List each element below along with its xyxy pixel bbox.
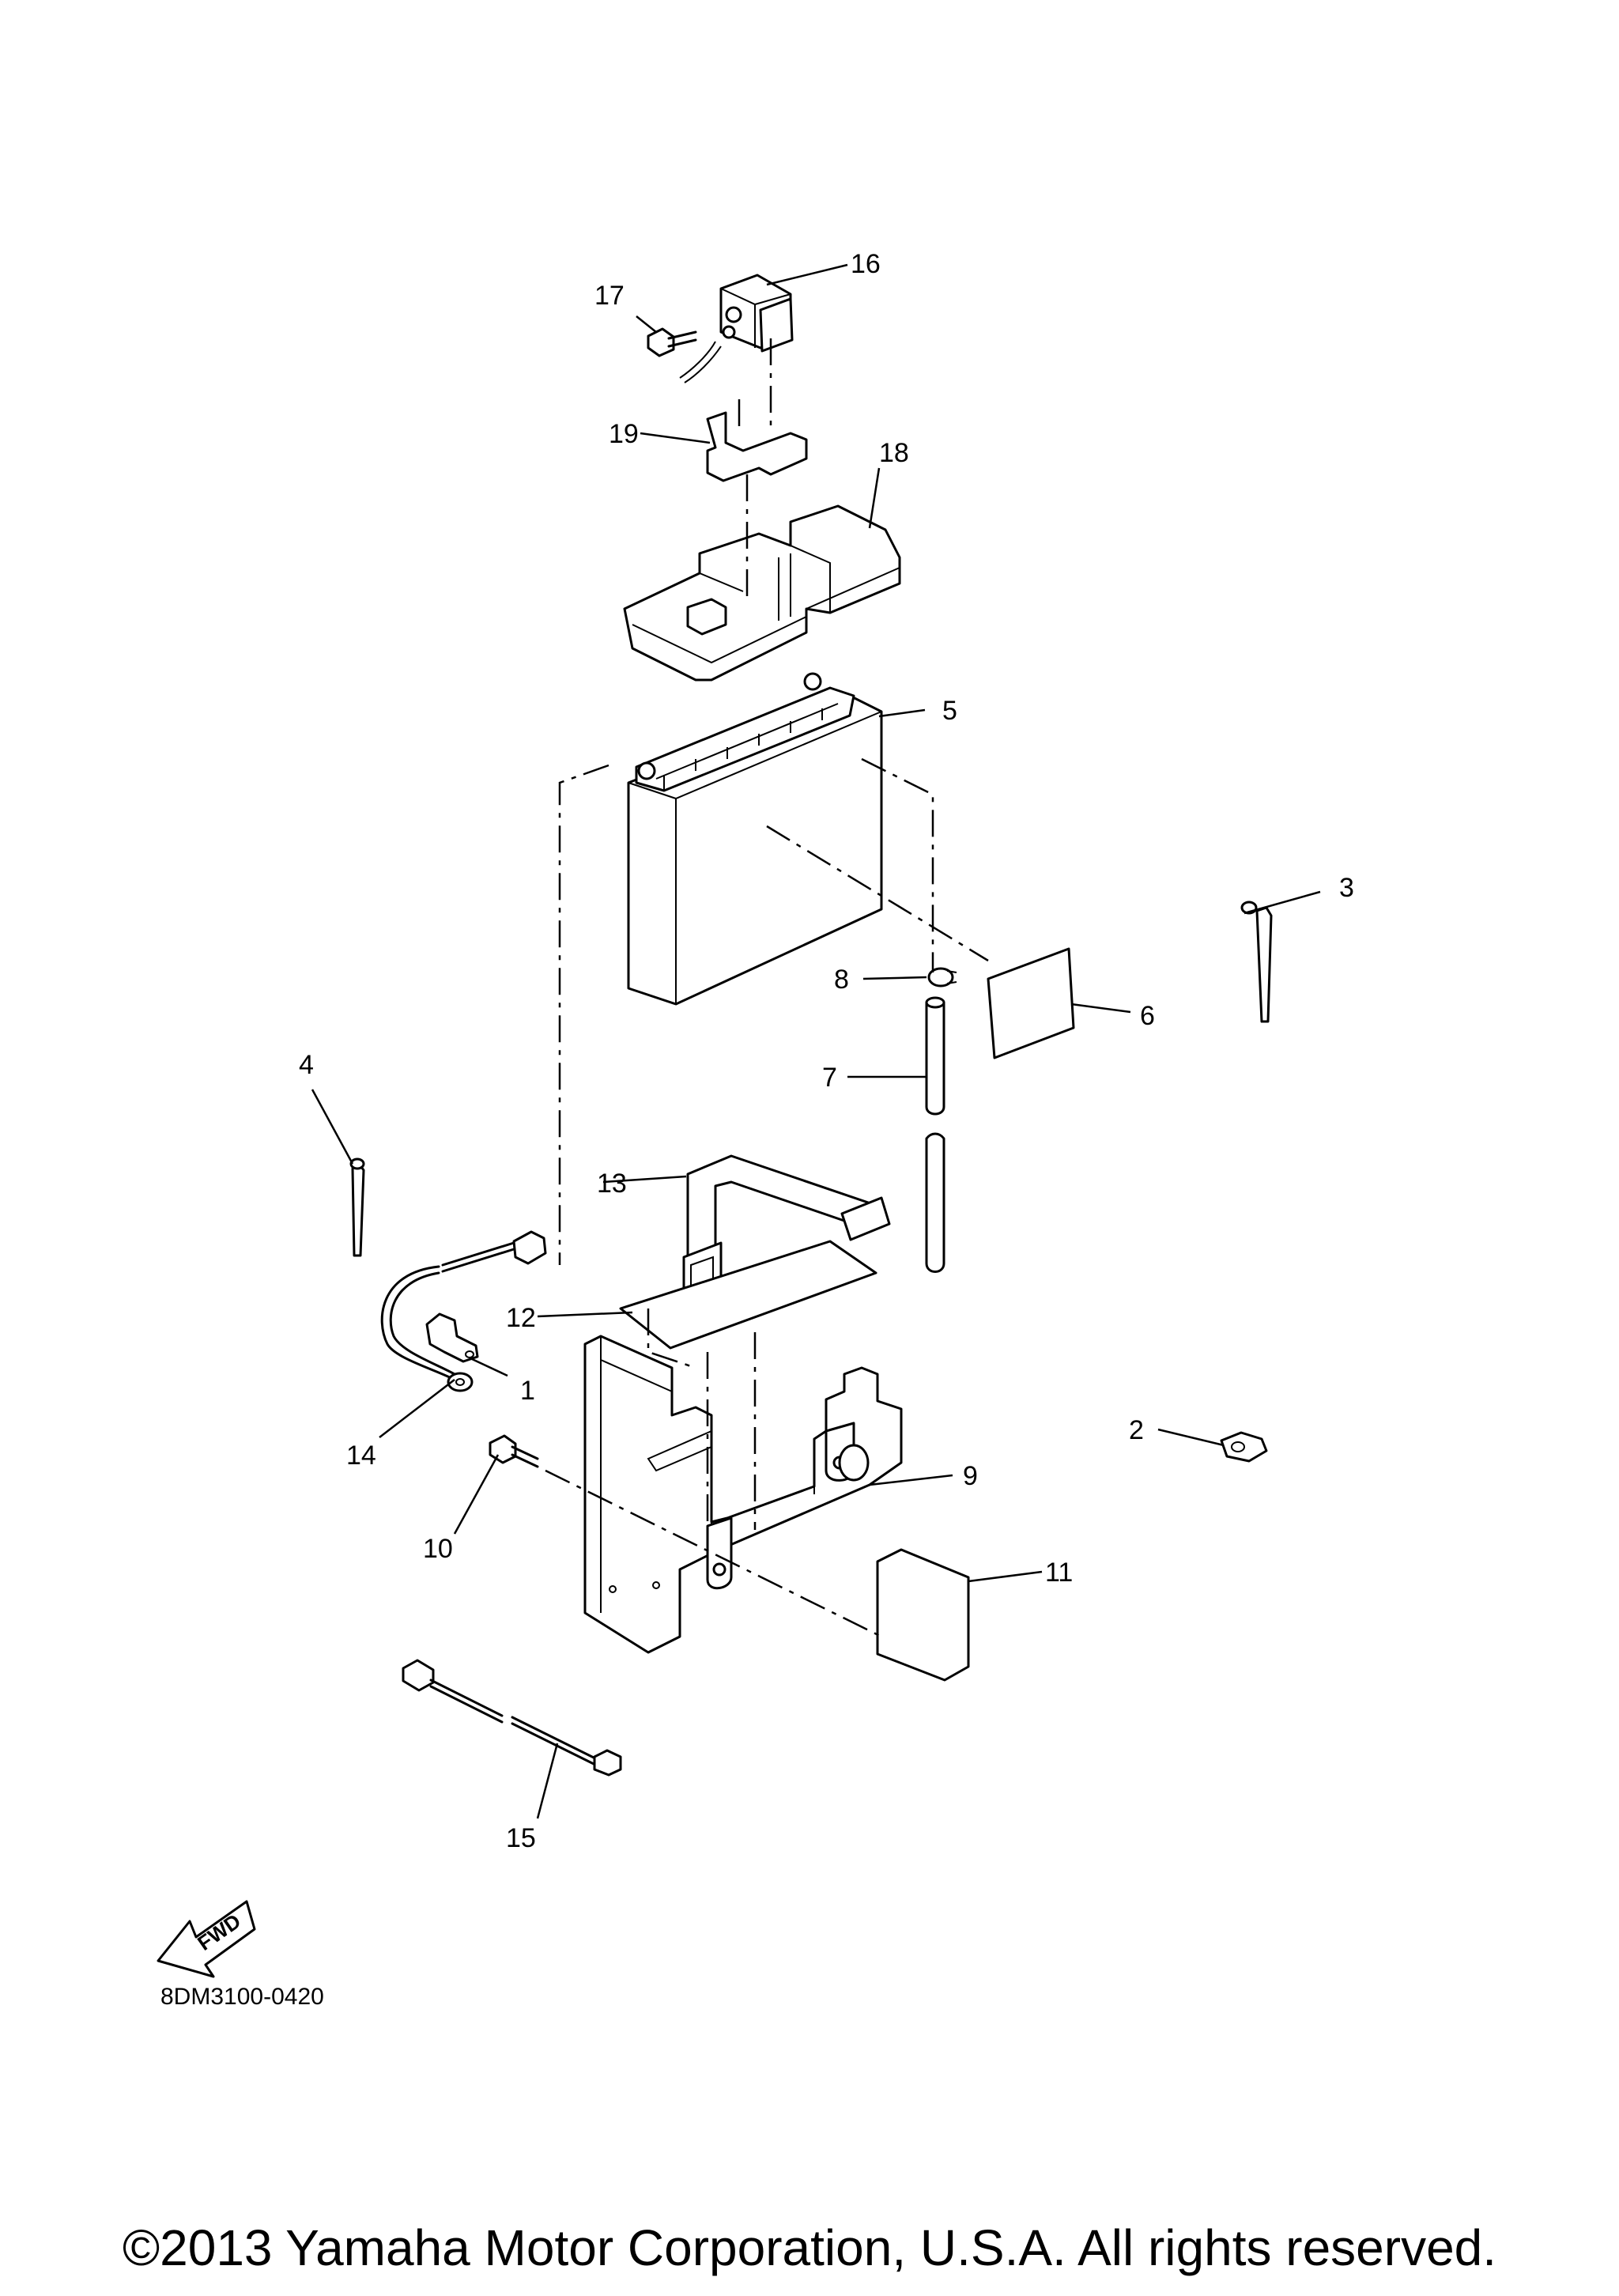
part-15-lead-wire	[402, 1659, 622, 1777]
copyright-notice: ©2013 Yamaha Motor Corporation, U.S.A. A…	[123, 2219, 1496, 2276]
callout-14: 14	[346, 1441, 376, 1471]
callout-15: 15	[506, 1823, 536, 1853]
part-17-bolt	[647, 327, 697, 357]
callout-6: 6	[1140, 1001, 1155, 1031]
leader-lines	[311, 263, 1321, 1819]
callout-10: 10	[423, 1534, 453, 1564]
callout-16: 16	[851, 249, 881, 279]
callout-7: 7	[822, 1063, 837, 1093]
callout-3: 3	[1339, 873, 1354, 903]
assembly-lines	[545, 338, 989, 1638]
callout-17: 17	[594, 281, 625, 311]
callout-5: 5	[942, 696, 957, 726]
part-8-clip	[927, 967, 957, 988]
part-19-bracket	[706, 411, 808, 482]
callout-19: 19	[609, 419, 639, 449]
part-3-cable-tie	[1240, 901, 1273, 1023]
part-16-starter-relay	[679, 274, 794, 383]
diagram-code: 8DM3100-0420	[160, 1984, 324, 2010]
callout-18: 18	[879, 438, 909, 468]
callout-2: 2	[1129, 1415, 1144, 1445]
part-2-clamp	[1220, 1431, 1268, 1463]
part-12-insulator	[619, 1240, 877, 1350]
callout-13: 13	[597, 1169, 627, 1199]
part-11-cover	[876, 1548, 970, 1682]
callout-1: 1	[520, 1376, 535, 1406]
callout-9: 9	[963, 1461, 978, 1491]
part-18-battery-cover	[623, 504, 901, 682]
fwd-arrow-icon: FWD	[157, 1900, 256, 1978]
part-1-terminal-cover	[425, 1312, 479, 1363]
callout-11: 11	[1045, 1558, 1073, 1588]
part-6-pad	[987, 947, 1075, 1059]
callout-numbers: 16 17 19 18 5 3 6 8 7 4 13 12 1 14 2 9 1…	[299, 249, 1354, 1853]
part-4-cable-tie	[349, 1157, 365, 1257]
part-9-battery-box	[583, 1335, 903, 1654]
part-5-battery	[627, 672, 883, 1006]
part-10-bolt	[489, 1434, 539, 1468]
callout-8: 8	[834, 965, 849, 995]
part-14-battery-lead	[380, 1230, 547, 1392]
part-7-breather-hose	[925, 996, 945, 1273]
callout-12: 12	[506, 1303, 536, 1333]
callout-4: 4	[299, 1050, 314, 1080]
